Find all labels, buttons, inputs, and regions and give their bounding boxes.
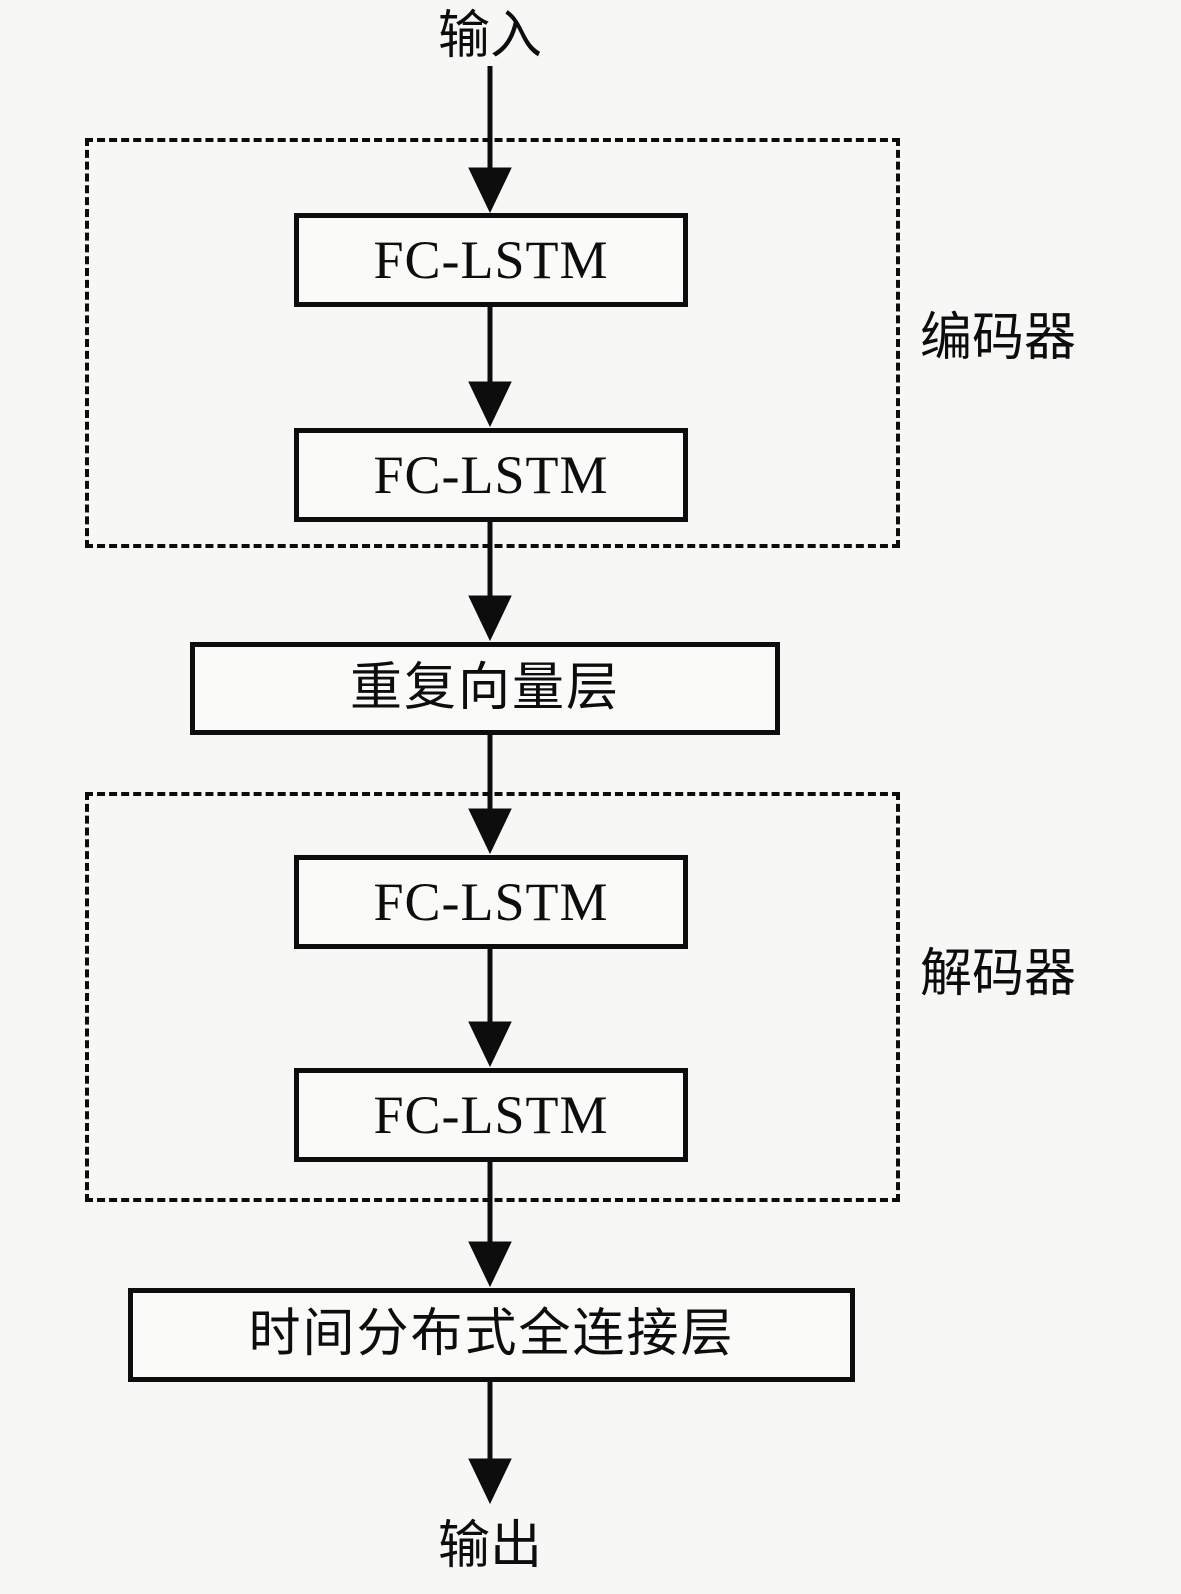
encoder-fc-lstm-2: FC-LSTM xyxy=(294,428,688,522)
encoder-group-box xyxy=(85,138,900,548)
decoder-label: 解码器 xyxy=(920,946,1077,1003)
output-label: 输出 xyxy=(437,1518,542,1575)
repeat-vector-layer-box: 重复向量层 xyxy=(190,642,780,735)
input-label: 输入 xyxy=(437,8,542,65)
decoder-group-box xyxy=(85,792,900,1202)
decoder-fc-lstm-1: FC-LSTM xyxy=(294,855,688,949)
arrow-time-distributed-to-output xyxy=(468,1382,512,1505)
time-distributed-fc-layer-box: 时间分布式全连接层 xyxy=(128,1288,855,1382)
encoder-fc-lstm-1: FC-LSTM xyxy=(294,213,688,307)
encoder-label: 编码器 xyxy=(920,310,1077,367)
decoder-fc-lstm-2: FC-LSTM xyxy=(294,1068,688,1162)
